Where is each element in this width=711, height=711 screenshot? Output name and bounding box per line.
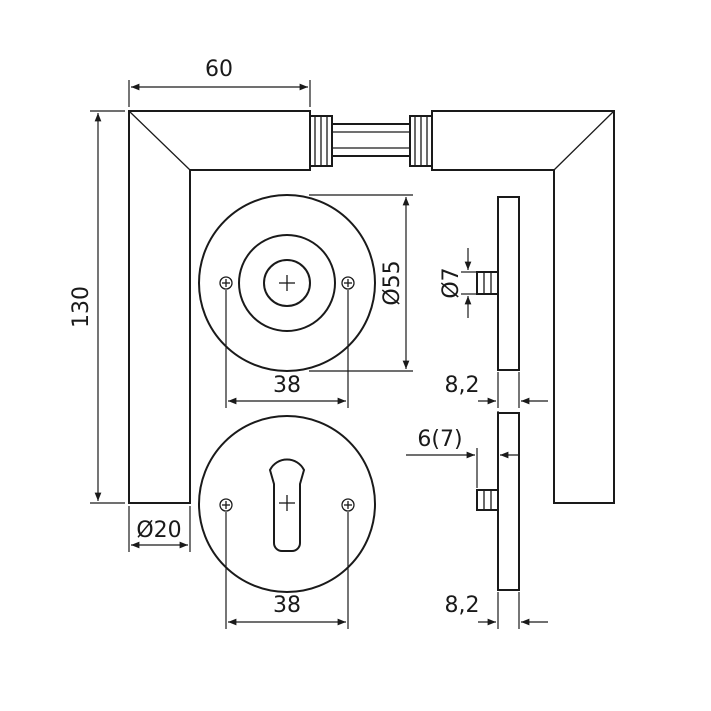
dimension-pin-diameter: Ø7 bbox=[439, 248, 477, 318]
left-lever bbox=[128, 110, 311, 504]
escutcheon-side-view-bottom bbox=[476, 412, 520, 591]
spindle-connector bbox=[309, 115, 433, 167]
dimension-label: 8,2 bbox=[445, 593, 480, 618]
dimension-rosette-thickness-top: 8,2 bbox=[445, 372, 548, 408]
dimension-label: 8,2 bbox=[445, 373, 480, 398]
dimension-rosette-thickness-bottom: 8,2 bbox=[445, 592, 548, 629]
dimension-label: Ø20 bbox=[136, 518, 181, 543]
cylinder-keyhole bbox=[268, 458, 306, 552]
dimension-rosette-hole-spacing: 38 bbox=[225, 290, 349, 408]
dimension-escutcheon-hole-spacing: 38 bbox=[225, 512, 349, 629]
dimension-label: 38 bbox=[273, 373, 301, 398]
rosette-top bbox=[198, 194, 376, 372]
screw-hole-right bbox=[341, 498, 355, 512]
dimension-rosette-diameter: Ø55 bbox=[309, 194, 413, 372]
right-lever bbox=[431, 110, 615, 504]
dimension-lever-length: 60 bbox=[128, 57, 311, 107]
dimension-lever-diameter: Ø20 bbox=[128, 506, 191, 552]
screw-hole-left bbox=[219, 498, 233, 512]
dimension-label: 130 bbox=[69, 286, 94, 328]
dimension-label: 6(7) bbox=[417, 427, 462, 452]
escutcheon-bottom bbox=[198, 415, 376, 593]
screw-hole-left bbox=[219, 276, 233, 290]
dimension-label: Ø7 bbox=[439, 267, 464, 298]
screw-hole-right bbox=[341, 276, 355, 290]
dimension-label: Ø55 bbox=[380, 260, 405, 305]
dimension-label: 38 bbox=[273, 593, 301, 618]
dimension-label: 60 bbox=[205, 57, 233, 82]
dimension-pin-length: 6(7) bbox=[406, 411, 519, 488]
rosette-side-view-top bbox=[476, 196, 520, 371]
dimension-lever-height: 130 bbox=[69, 110, 125, 504]
